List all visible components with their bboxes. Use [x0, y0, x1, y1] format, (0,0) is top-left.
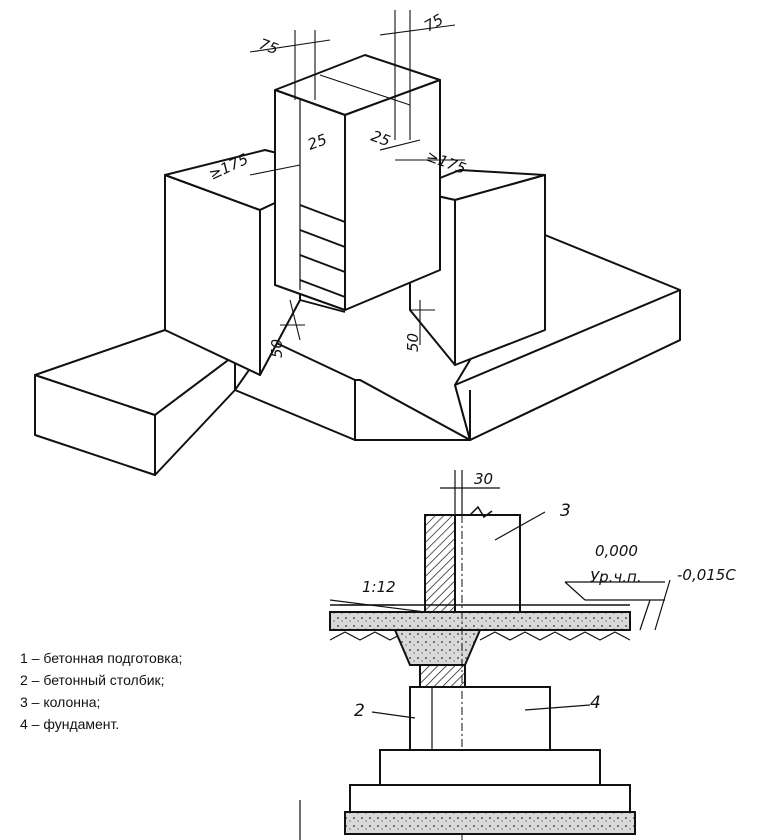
label-post-2: 2	[354, 701, 365, 721]
foundation-body	[344, 515, 636, 840]
left-slab	[34, 329, 236, 476]
section-text: 30 3 0,000 Ур.ч.п. -0,015С 1:12 2 4	[354, 470, 736, 721]
column	[274, 54, 441, 311]
section-dim-30-lines	[440, 470, 500, 515]
dim-left-50: 50	[268, 339, 286, 358]
floor-level: Ур.ч.п.	[590, 568, 642, 586]
iso-dimension-lines	[249, 10, 465, 345]
label-column-3: 3	[560, 501, 571, 521]
dim-right-25: 25	[369, 127, 393, 150]
dim-left-25: 25	[305, 130, 329, 153]
legend-item: 3 – колонна;	[20, 694, 101, 710]
isometric-foundation	[34, 10, 681, 476]
legend-item: 1 – бетонная подготовка;	[20, 650, 183, 666]
section-view	[299, 470, 671, 840]
slope-label: 1:12	[362, 578, 396, 596]
grout-cup	[393, 629, 482, 688]
dim-right-50: 50	[404, 333, 422, 352]
section-dim-30: 30	[474, 470, 493, 488]
dim-top-right-75: 75	[421, 10, 447, 35]
legend-item: 4 – фундамент.	[20, 716, 120, 732]
label-foundation-4: 4	[590, 693, 601, 713]
section-leaders	[299, 511, 671, 840]
level-0000: 0,000	[595, 542, 638, 560]
legend-item: 2 – бетонный столбик;	[20, 672, 165, 688]
dim-top-left-75: 75	[257, 35, 281, 58]
section-column	[424, 505, 521, 616]
level-minus: -0,015С	[677, 566, 736, 584]
rebar-ladder	[299, 204, 346, 313]
legend: 1 – бетонная подготовка; 2 – бетонный ст…	[20, 647, 182, 735]
